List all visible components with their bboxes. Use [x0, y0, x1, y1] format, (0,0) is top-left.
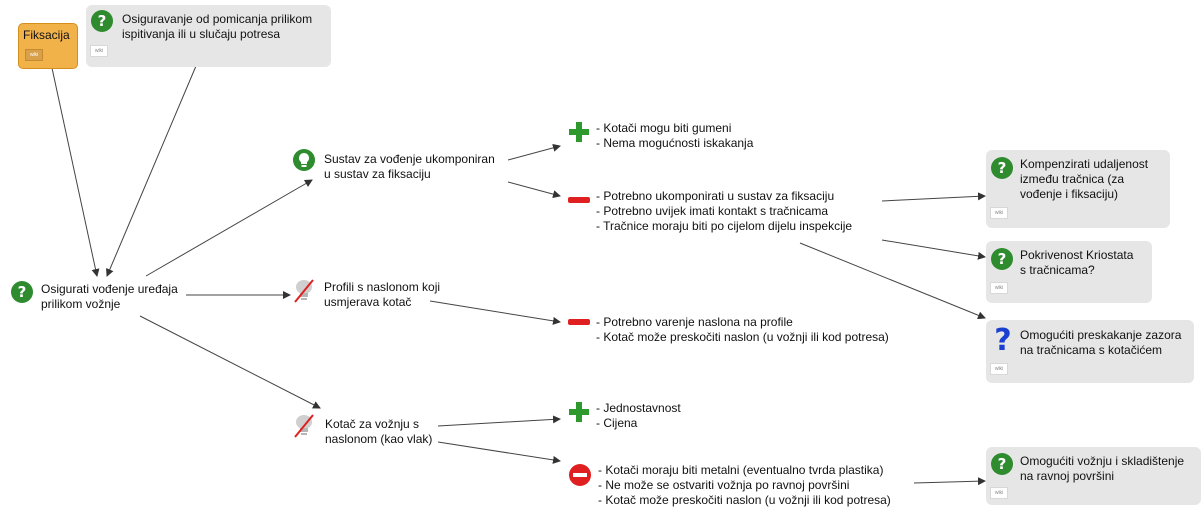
- edge-root-to-sustav: [145, 179, 313, 277]
- kotac-line-1: Kotač za vožnju s: [325, 417, 420, 431]
- edge-sustav-to-con: [507, 181, 561, 199]
- rejected-idea-icon: [294, 414, 314, 438]
- sustav-line-2: u sustav za fiksaciju: [324, 167, 431, 181]
- card-kompenzirati[interactable]: ? Kompenzirati udaljenost između tračnic…: [986, 150, 1170, 228]
- plus-icon: [569, 402, 589, 422]
- argument-line: - Kotač može preskočiti naslon (u vožnji…: [598, 493, 891, 507]
- lightbulb-icon: [293, 149, 315, 171]
- edge-profili-to-con: [429, 300, 561, 325]
- edge-kotaccon-to-voznju: [913, 477, 986, 486]
- argument-line: - Potrebno uvijek imati kontakt s tračni…: [596, 204, 829, 218]
- svg-text:?: ?: [998, 159, 1007, 177]
- svg-text:?: ?: [18, 283, 27, 301]
- question-icon: ?: [11, 281, 33, 303]
- card-line: Kompenzirati udaljenost: [1020, 157, 1149, 171]
- card-line: vođenje i fiksaciju): [1020, 187, 1119, 201]
- question-icon: ?: [991, 248, 1013, 270]
- edge-sustav-to-pro: [507, 143, 561, 161]
- card-line: Omogućiti vožnju i skladištenje: [1020, 454, 1185, 468]
- question-icon: ?: [91, 10, 113, 32]
- card-line: na tračnicama s kotačićem: [1020, 343, 1163, 357]
- argument-line: - Kotač može preskočiti naslon (u vožnji…: [596, 330, 889, 344]
- profili-line-1: Profili s naslonom koji: [324, 280, 441, 294]
- edge-root-to-kotac: [139, 315, 321, 409]
- wiki-badge[interactable]: wiki: [90, 45, 108, 57]
- edge-note-to-root: [106, 65, 197, 277]
- minus-icon: [568, 197, 590, 203]
- no-entry-icon: [569, 464, 591, 486]
- note-line-2: ispitivanja ili u slučaju potresa: [122, 27, 281, 41]
- card-omoguciti-preskakanje[interactable]: ? Omogućiti preskakanje zazora na tračni…: [986, 320, 1194, 383]
- sustav-line-1: Sustav za vođenje ukomponiran: [324, 152, 495, 166]
- note-card-osiguravanje[interactable]: ? Osiguravanje od pomicanja prilikom isp…: [86, 5, 331, 67]
- edge-kotac-to-con: [437, 441, 561, 464]
- card-line: s tračnicama?: [1020, 263, 1095, 277]
- minus-icon: [568, 319, 590, 325]
- card-line: na ravnoj površini: [1020, 469, 1115, 483]
- note-line-1: Osiguravanje od pomicanja prilikom: [122, 12, 313, 26]
- tag-label: Fiksacija: [23, 28, 70, 42]
- argument-line: - Nema mogućnosti iskakanja: [596, 136, 754, 150]
- edge-tag-to-root: [51, 67, 100, 277]
- card-pokrivenost[interactable]: ? Pokrivenost Kriostata s tračnicama? wi…: [986, 241, 1152, 303]
- wiki-badge[interactable]: wiki: [990, 487, 1008, 499]
- root-line-1: Osigurati vođenje uređaja: [41, 282, 178, 296]
- argument-line: - Jednostavnost: [596, 401, 681, 415]
- edge-con-to-preskakanje: [799, 242, 986, 320]
- rejected-idea-icon: [294, 279, 314, 303]
- fiksacija-tag[interactable]: Fiksacija wiki: [18, 23, 78, 69]
- svg-text:?: ?: [998, 455, 1007, 473]
- svg-text:?: ?: [98, 12, 107, 30]
- edge-con-to-kompenzirati: [881, 192, 986, 202]
- card-line: Omogućiti preskakanje zazora: [1020, 328, 1182, 342]
- wiki-badge[interactable]: wiki: [990, 363, 1008, 375]
- card-line: između tračnica (za: [1020, 172, 1125, 186]
- question-icon: ?: [991, 157, 1013, 179]
- plus-icon: [569, 122, 589, 142]
- svg-text:?: ?: [994, 324, 1011, 354]
- edge-con-to-pokrivenost: [881, 239, 986, 260]
- argument-line: - Cijena: [596, 416, 638, 430]
- argument-line: - Potrebno varenje naslona na profile: [596, 315, 793, 329]
- wiki-badge[interactable]: wiki: [990, 207, 1008, 219]
- argument-line: - Ne može se ostvariti vožnja po ravnoj …: [598, 478, 850, 492]
- blue-question-icon: ?: [994, 324, 1011, 354]
- card-line: Pokrivenost Kriostata: [1020, 248, 1134, 262]
- wiki-badge[interactable]: wiki: [990, 282, 1008, 294]
- svg-text:?: ?: [998, 250, 1007, 268]
- argument-line: - Potrebno ukomponirati u sustav za fiks…: [596, 189, 835, 203]
- card-omoguciti-voznju[interactable]: ? Omogućiti vožnju i skladištenje na rav…: [986, 447, 1201, 505]
- wiki-badge[interactable]: wiki: [25, 49, 43, 61]
- question-icon: ?: [991, 453, 1013, 475]
- argument-line: - Tračnice moraju biti po cijelom dijelu…: [596, 219, 853, 233]
- edge-kotac-to-pro: [437, 415, 561, 427]
- argument-line: - Kotači moraju biti metalni (eventualno…: [598, 463, 884, 477]
- root-line-2: prilikom vožnje: [41, 297, 121, 311]
- profili-line-2: usmjerava kotač: [324, 295, 412, 309]
- argument-line: - Kotači mogu biti gumeni: [596, 121, 732, 135]
- kotac-line-2: naslonom (kao vlak): [325, 432, 433, 446]
